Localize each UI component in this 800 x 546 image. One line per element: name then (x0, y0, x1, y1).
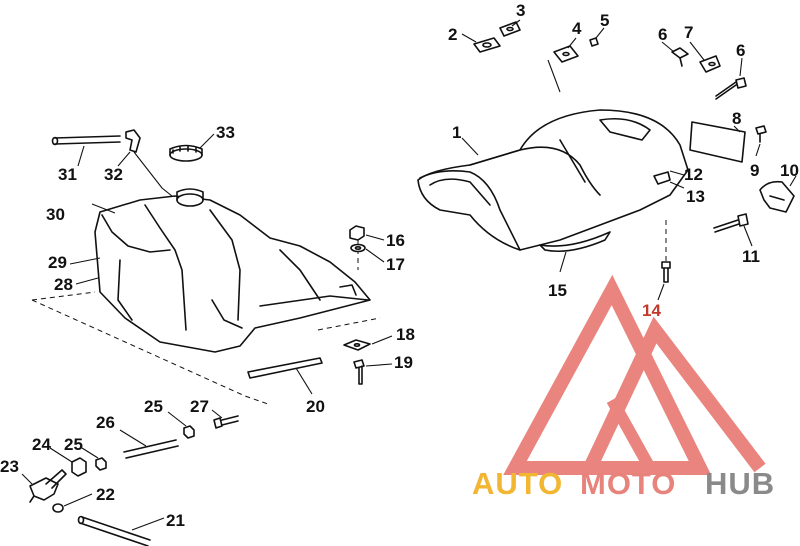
seat-latch-plate (473, 37, 501, 53)
hose-clamp (52, 503, 64, 513)
seat-stud (699, 55, 721, 73)
seat-mount-bolt (661, 261, 671, 283)
fuel-valve (29, 469, 67, 503)
callout-18: 18 (396, 325, 415, 344)
watermark-word-hub: HUB (705, 466, 775, 501)
callout-6: 6 (658, 25, 667, 44)
callout-12: 12 (684, 165, 703, 184)
callout-10: 10 (780, 161, 799, 180)
washer (350, 243, 366, 253)
seat (417, 109, 689, 253)
fuel-hose (77, 515, 151, 546)
callout-9: 9 (750, 161, 759, 180)
callout-labels: 1 2 3 4 5 6 7 6 8 9 10 11 12 13 14 15 16… (0, 1, 799, 530)
callout-27: 27 (190, 397, 209, 416)
grommet (343, 339, 371, 351)
callout-30: 30 (46, 205, 65, 224)
fitting-nut (71, 457, 87, 477)
vent-fitting (125, 129, 141, 153)
bolt (353, 359, 365, 385)
callout-3: 3 (516, 1, 525, 20)
callout-17: 17 (386, 255, 405, 274)
watermark-wordmark: AUTO MOTO HUB (472, 466, 775, 501)
callout-21: 21 (166, 511, 185, 530)
seat-bracket (553, 45, 579, 63)
seat-bolt (713, 213, 749, 233)
callout-15: 15 (548, 281, 567, 300)
filler-cap (169, 144, 203, 162)
callout-33: 33 (216, 123, 235, 142)
callout-1: 1 (452, 123, 461, 142)
nut (349, 225, 365, 241)
fitting-cap-upper (183, 425, 195, 439)
callout-4: 4 (572, 19, 582, 38)
callout-5: 5 (600, 11, 609, 30)
callout-7: 7 (684, 23, 693, 42)
watermark-word-auto: AUTO (472, 466, 563, 501)
callout-29: 29 (48, 253, 67, 272)
seat-bumper-right (715, 77, 747, 100)
callout-14: 14 (642, 301, 661, 320)
callout-13: 13 (686, 187, 705, 206)
watermark-logo (503, 274, 766, 475)
callout-26: 26 (96, 413, 115, 432)
screw (213, 415, 239, 429)
callout-11: 11 (742, 247, 760, 266)
callout-25-lower: 25 (64, 435, 83, 454)
seat-bumper-left (671, 47, 689, 67)
callout-25-upper: 25 (144, 397, 163, 416)
callout-32: 32 (104, 165, 123, 184)
callout-20: 20 (306, 397, 325, 416)
callout-31: 31 (58, 165, 77, 184)
seat-pin (755, 125, 767, 143)
callout-22: 22 (96, 485, 115, 504)
callout-8: 8 (732, 109, 741, 128)
seat-latch-clip (499, 21, 521, 37)
fitting-cap-lower (95, 457, 107, 471)
callout-16: 16 (386, 231, 405, 250)
fuel-tank (94, 188, 371, 353)
strap (247, 357, 323, 379)
callout-6-b: 6 (736, 41, 745, 60)
callout-24: 24 (32, 435, 51, 454)
callout-28: 28 (54, 275, 73, 294)
vent-hose (51, 135, 121, 146)
callout-2: 2 (448, 25, 457, 44)
seat-pad (689, 121, 746, 163)
callout-23: 23 (0, 457, 19, 476)
callout-19: 19 (394, 353, 413, 372)
fuel-line (123, 439, 179, 459)
seat-rivet (589, 37, 599, 47)
watermark-word-moto: MOTO (580, 466, 676, 501)
seat-hinge (759, 180, 795, 213)
